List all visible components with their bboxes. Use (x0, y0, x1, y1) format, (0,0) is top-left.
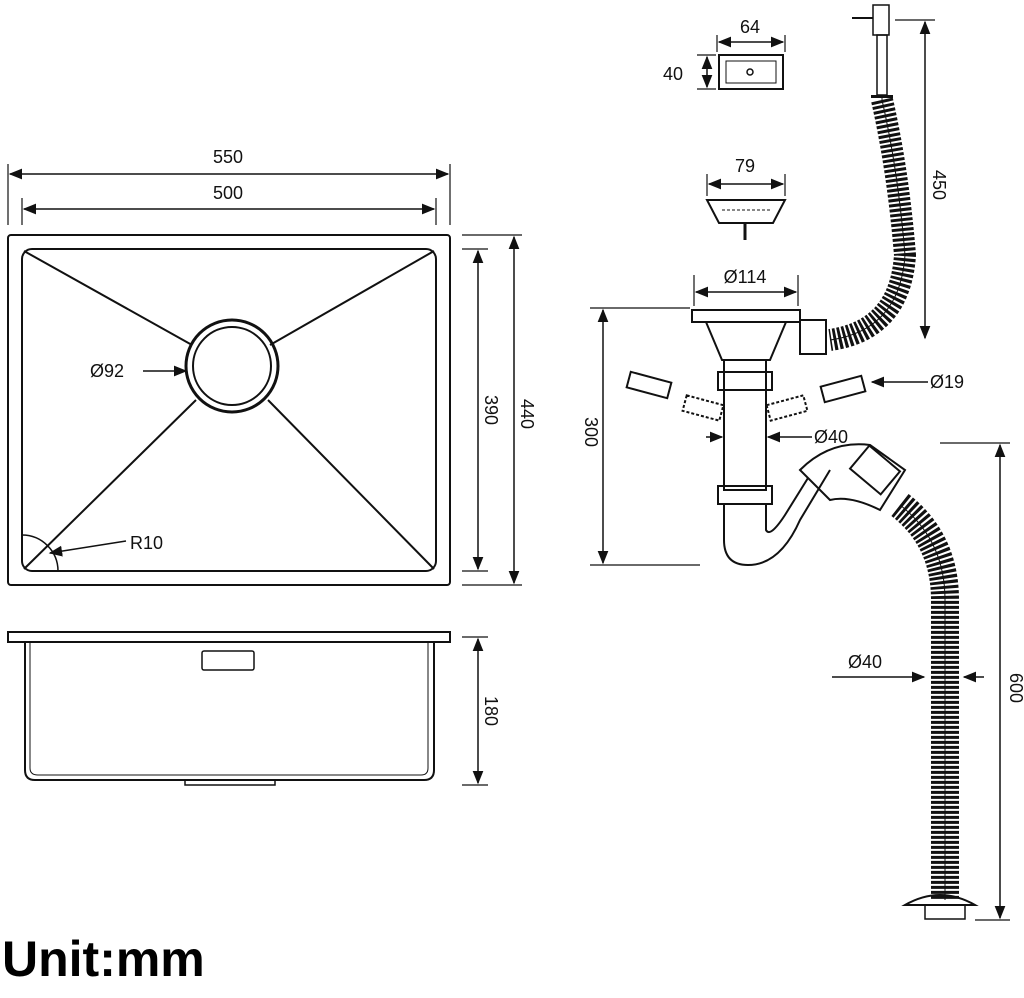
dim-overall-depth: 440 (517, 399, 537, 429)
width-dimensions: 550 500 (7, 147, 451, 225)
dim-basket-diameter: 79 (735, 156, 755, 176)
dim-strainer-diameter: Ø114 (724, 267, 767, 287)
sink-front-view: 180 (7, 631, 501, 786)
dim-drain-diameter: Ø92 (90, 361, 124, 381)
dim-overall-width: 550 (213, 147, 243, 167)
drain-hole (184, 318, 280, 414)
dim-overflow-height: 40 (663, 64, 683, 84)
dim-overflow-width: 64 (740, 17, 760, 37)
dim-inner-width: 500 (213, 183, 243, 203)
dim-trap-height: 300 (581, 417, 601, 447)
connector-pieces (625, 370, 867, 422)
drain-assembly: Ø114 300 Ø19 Ø40 (581, 267, 964, 567)
sink-top-view (7, 234, 451, 586)
overflow-cover: 64 40 (663, 17, 786, 90)
dim-outlet-diameter: Ø40 (848, 652, 882, 672)
dim-inner-depth: 390 (481, 395, 501, 425)
drain-labels: Ø92 R10 (48, 361, 188, 557)
dim-outlet-hose-length: 600 (1006, 673, 1024, 703)
outlet-hose: Ø40 600 (832, 442, 1024, 921)
depth-dimensions: 390 440 (462, 234, 537, 586)
overflow-slot (201, 650, 255, 671)
basket-strainer: 79 (705, 156, 787, 240)
overflow-hose: 450 (828, 4, 949, 351)
dim-connector-diameter: Ø19 (930, 372, 964, 392)
dim-pipe-diameter: Ø40 (814, 427, 848, 447)
dim-hose-length: 450 (929, 170, 949, 200)
unit-label: Unit:mm (2, 931, 205, 987)
dim-bowl-height: 180 (481, 696, 501, 726)
dim-corner-radius: R10 (130, 533, 163, 553)
